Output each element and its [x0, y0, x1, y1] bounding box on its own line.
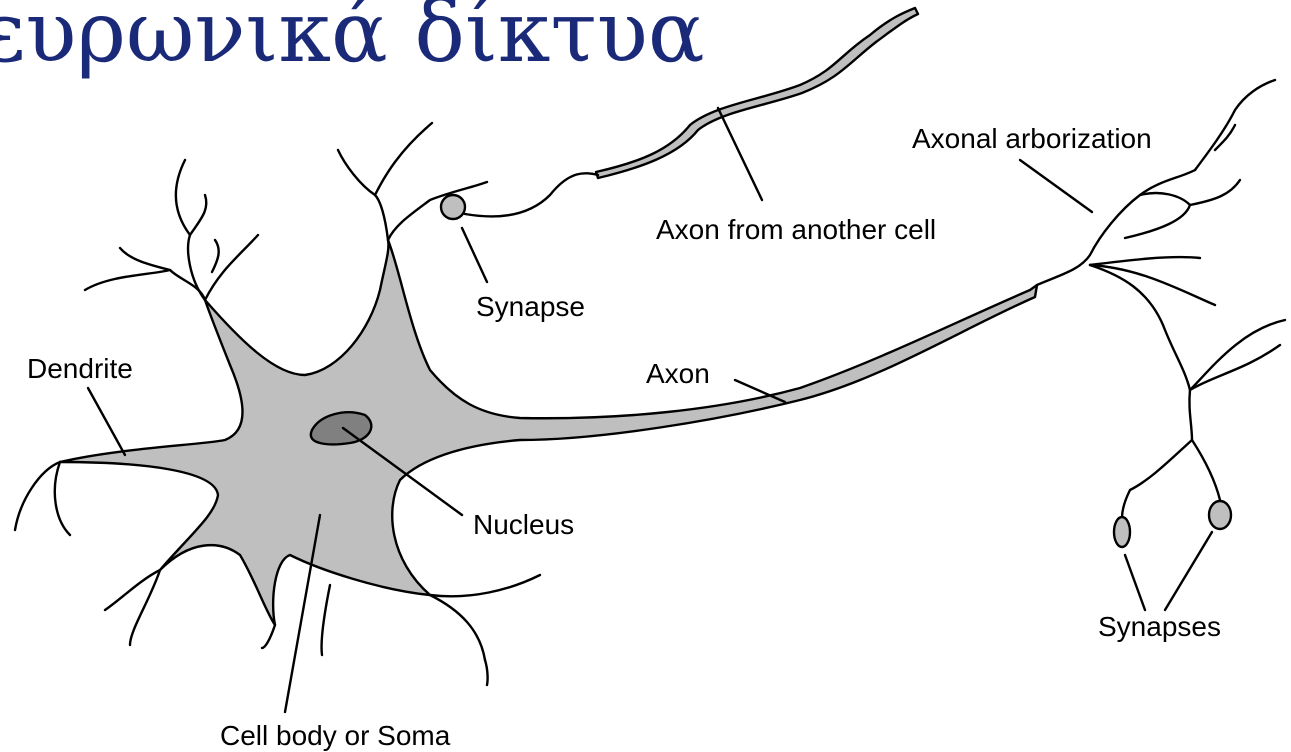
- synapse-knob: [441, 195, 465, 219]
- label-nucleus: Nucleus: [473, 509, 574, 540]
- incoming-axon-tail: [465, 173, 598, 216]
- label-synapse: Synapse: [476, 291, 585, 322]
- synapse-terminal-left: [1114, 517, 1130, 547]
- label-synapses: Synapses: [1098, 611, 1221, 642]
- incoming-axon: [596, 8, 918, 178]
- label-axon-from-another-cell: Axon from another cell: [656, 214, 936, 245]
- label-axonal-arborization: Axonal arborization: [912, 123, 1152, 154]
- label-axon: Axon: [646, 358, 710, 389]
- synapse-terminal-right: [1209, 501, 1231, 529]
- label-cell-body: Cell body or Soma: [220, 720, 451, 751]
- label-dendrite: Dendrite: [27, 353, 133, 384]
